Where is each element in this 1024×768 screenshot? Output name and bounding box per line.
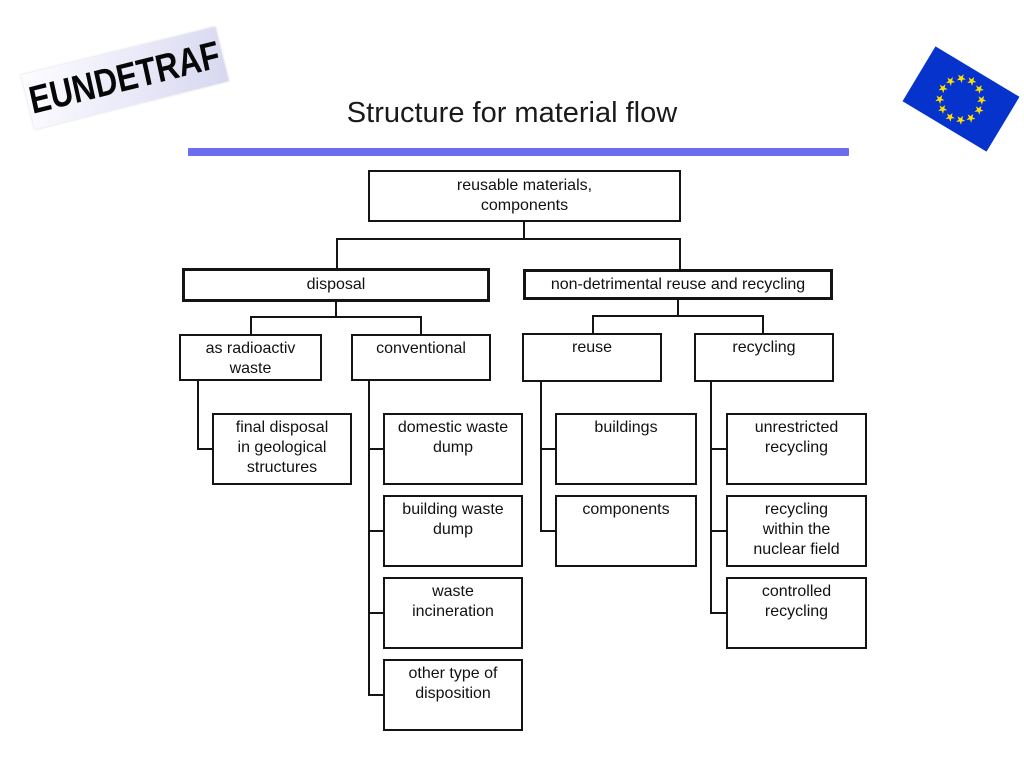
connector-line xyxy=(540,530,555,532)
connector-line xyxy=(679,238,681,269)
connector-line xyxy=(592,315,594,333)
flow-node-disposal: disposal xyxy=(182,268,490,302)
connector-line xyxy=(368,448,383,450)
flow-node-final-disposal-in-geological-structures: final disposal in geological structures xyxy=(212,413,352,485)
flow-node-as-radioactiv-waste: as radioactiv waste xyxy=(179,334,322,381)
connector-line xyxy=(540,448,555,450)
flow-node-recycling-within-the-nuclear-field: recycling within the nuclear field xyxy=(726,495,867,567)
flow-node-unrestricted-recycling: unrestricted recycling xyxy=(726,413,867,485)
flow-node-controlled-recycling: controlled recycling xyxy=(726,577,867,649)
flow-node-reusable-materials: reusable materials, components xyxy=(368,170,681,222)
connector-line xyxy=(336,238,338,268)
eu-flag-icon: ★★★★★★★★★★★★ xyxy=(902,46,1020,152)
flow-node-reuse: reuse xyxy=(522,333,662,382)
connector-line xyxy=(368,612,383,614)
flow-node-components: components xyxy=(555,495,697,567)
connector-line xyxy=(710,612,726,614)
flow-node-recycling: recycling xyxy=(694,333,834,382)
connector-line xyxy=(368,381,370,695)
connector-line xyxy=(540,382,542,531)
connector-line xyxy=(710,448,726,450)
flow-node-other-type-of-disposition: other type of disposition xyxy=(383,659,523,731)
connector-line xyxy=(250,316,252,334)
connector-line xyxy=(523,222,525,239)
connector-line xyxy=(592,315,764,317)
connector-line xyxy=(197,381,199,449)
flow-node-conventional: conventional xyxy=(351,334,491,381)
flow-node-domestic-waste-dump: domestic waste dump xyxy=(383,413,523,485)
connector-line xyxy=(420,316,422,334)
connector-line xyxy=(368,530,383,532)
connector-line xyxy=(677,300,679,316)
flow-node-buildings: buildings xyxy=(555,413,697,485)
page-title: Structure for material flow xyxy=(346,97,678,129)
connector-line xyxy=(710,530,726,532)
flow-node-waste-incineration: waste incineration xyxy=(383,577,523,649)
connector-line xyxy=(368,694,383,696)
flow-node-building-waste-dump: building waste dump xyxy=(383,495,523,567)
connector-line xyxy=(250,316,422,318)
flow-node-non-detrimental-reuse-and-recycling: non-detrimental reuse and recycling xyxy=(523,269,833,300)
connector-line xyxy=(710,382,712,613)
connector-line xyxy=(762,315,764,333)
title-underline-rule xyxy=(188,148,849,156)
connector-line xyxy=(335,302,337,317)
connector-line xyxy=(197,448,212,450)
connector-line xyxy=(336,238,681,240)
